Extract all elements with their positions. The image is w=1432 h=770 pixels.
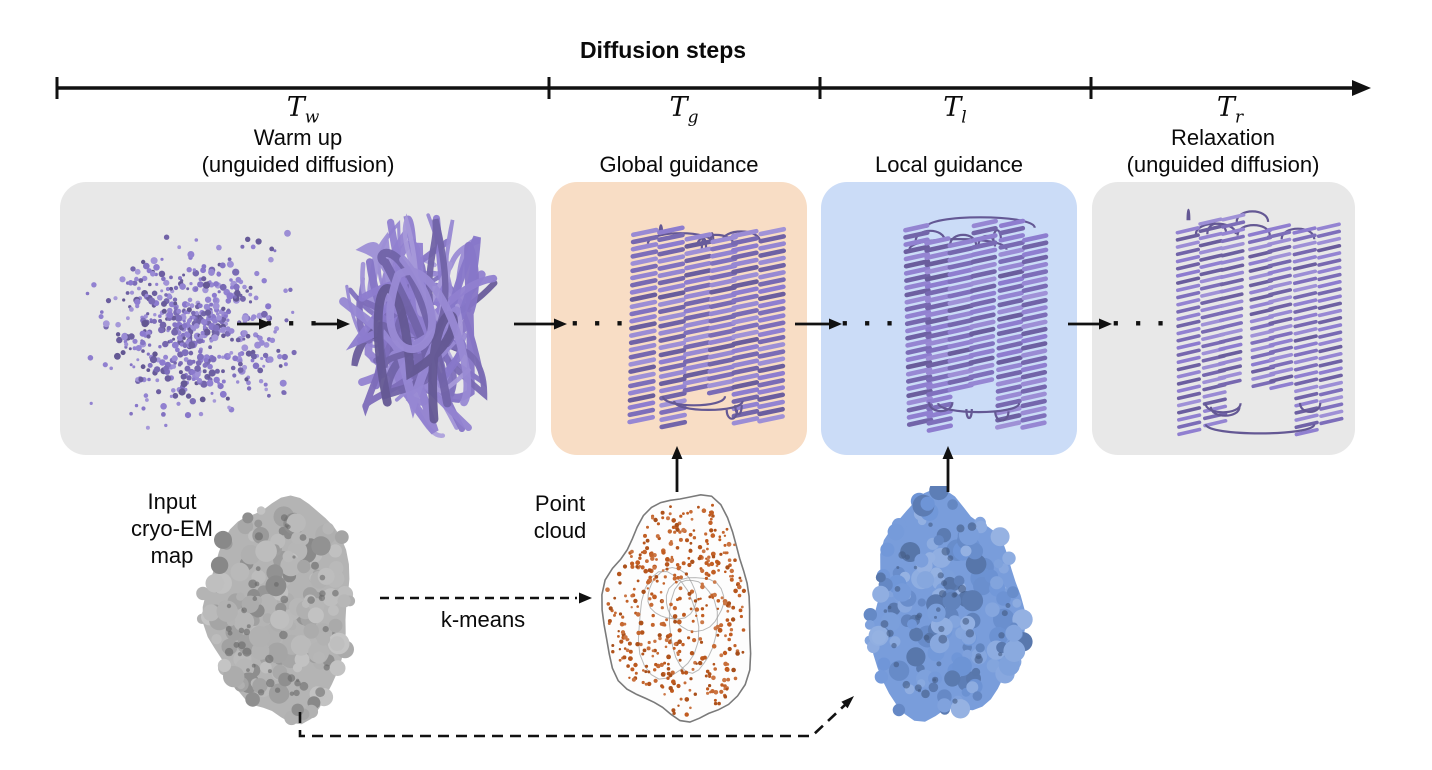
duration-sub: l <box>961 107 967 128</box>
duration-label-relax: Tr <box>1216 92 1243 126</box>
stage-label-line1: Global guidance <box>599 152 759 177</box>
label-line: Input <box>147 489 197 514</box>
duration-label-global: Tg <box>669 92 699 126</box>
figure-title: Diffusion steps <box>579 37 747 63</box>
arrow-map-to-local-map-dashed <box>298 696 854 738</box>
label-line: map <box>150 543 194 568</box>
ellipsis-relax: · · · <box>1111 307 1169 340</box>
dashed-connectors <box>298 592 854 738</box>
stage-label-warmup: Warm up (unguided diffusion) <box>128 124 468 178</box>
timeline-arrowhead <box>1352 80 1371 96</box>
label-line: cloud <box>533 518 587 543</box>
kmeans-label: k-means <box>440 607 526 632</box>
input-cryoem-map-image <box>196 495 356 726</box>
local-guided-protein-image <box>903 216 1049 433</box>
global-guided-protein-image <box>627 224 787 430</box>
input-cryoem-map-label: Input cryo-EM map <box>131 488 213 569</box>
stage-label-line1: Warm up <box>253 125 343 150</box>
stage-label-line1: Local guidance <box>874 152 1023 177</box>
duration-var: T <box>286 92 305 123</box>
point-cloud-label: Point cloud <box>534 490 587 544</box>
local-guidance-map-image <box>863 486 1033 722</box>
duration-sub: r <box>1234 107 1244 128</box>
duration-sub: g <box>687 107 699 128</box>
stage-label-line2: (unguided diffusion) <box>1126 152 1320 177</box>
duration-var: T <box>943 92 962 123</box>
relaxed-protein-image <box>1175 208 1344 437</box>
point-cloud-image <box>601 493 752 723</box>
stage-label-line2: (unguided diffusion) <box>201 152 395 177</box>
stage-label-relax: Relaxation (unguided diffusion) <box>1053 124 1393 178</box>
ellipsis-warmup: · · · <box>264 307 322 340</box>
duration-var: T <box>669 92 688 123</box>
duration-var: T <box>1216 92 1235 123</box>
ellipsis-global: · · · <box>570 307 628 340</box>
stage-label-global: Global guidance <box>509 151 849 178</box>
duration-label-local: Tl <box>943 92 966 126</box>
duration-label-warmup: Tw <box>286 92 320 126</box>
stage-label-line1: Relaxation <box>1171 125 1275 150</box>
noise-point-sphere-image <box>85 229 297 430</box>
label-line: Point <box>534 491 586 516</box>
duration-sub: w <box>304 107 320 128</box>
timeline-axis <box>55 77 1371 99</box>
unfolded-protein-image <box>339 213 498 438</box>
label-line: cryo-EM <box>131 516 213 541</box>
ellipsis-local: · · · <box>840 307 898 340</box>
stage-label-local: Local guidance <box>779 151 1119 178</box>
arrow-kmeans <box>380 592 592 604</box>
